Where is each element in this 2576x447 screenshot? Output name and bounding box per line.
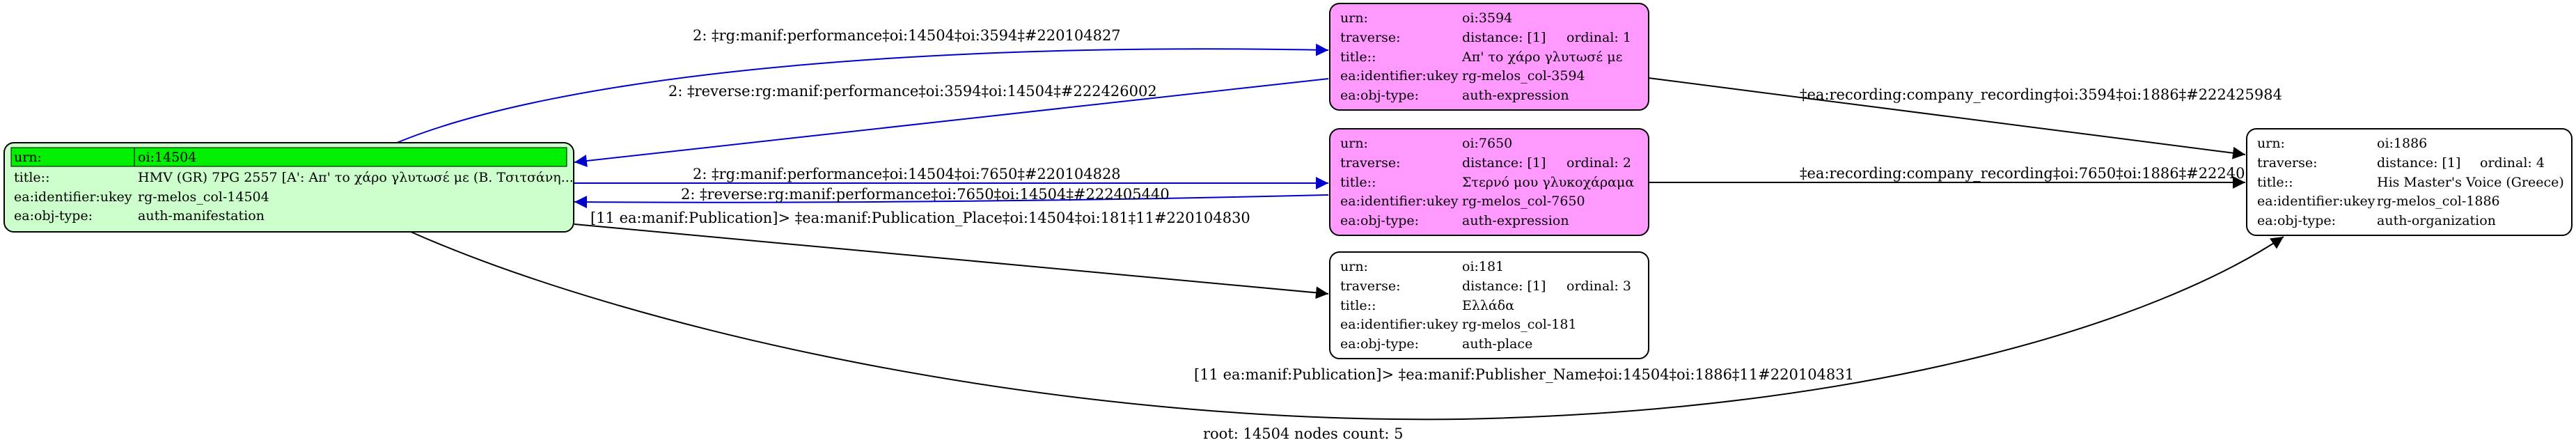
node-7650-key-3: ea:identifier:ukey bbox=[1340, 194, 1459, 209]
node-181-key-0: urn: bbox=[1340, 259, 1368, 274]
node-root-key-2: ea:identifier:ukey bbox=[14, 189, 132, 205]
edge-root-to-3594[interactable] bbox=[396, 43, 1329, 143]
node-181-val-4: auth-place bbox=[1462, 336, 1532, 352]
node-7650-val-0: oi:7650 bbox=[1462, 136, 1512, 151]
graph-caption: root: 14504 nodes count: 5 bbox=[1203, 425, 1404, 442]
node-3594-key-3: ea:identifier:ukey bbox=[1340, 68, 1459, 84]
node-3594-val-3: rg-melos_col-3594 bbox=[1462, 68, 1585, 84]
edge-7650-to-root[interactable] bbox=[574, 194, 1329, 209]
node-1886-val-4: auth-organization bbox=[2377, 213, 2496, 228]
node-root-val-0: oi:14504 bbox=[138, 150, 196, 165]
node-1886-key-0: urn: bbox=[2257, 136, 2285, 151]
node-181-key-2: title:: bbox=[1340, 298, 1376, 313]
node-181-box bbox=[1329, 251, 1649, 359]
node-7650-val-3: rg-melos_col-7650 bbox=[1462, 194, 1585, 209]
node-181-key-1: traverse: bbox=[1340, 279, 1401, 294]
node-3594-val-2: Απ' το χάρο γλυτωσέ με bbox=[1461, 49, 1622, 65]
node-181-key-3: ea:identifier:ukey bbox=[1340, 317, 1459, 332]
edge-label-e8: ‡ea:recording:company_recording‡oi:7650‡… bbox=[1800, 165, 2282, 182]
node-1886-val-2: His Master's Voice (Greece) bbox=[2377, 175, 2564, 190]
node-1886-extra-1: ordinal: 4 bbox=[2480, 155, 2545, 171]
edge-root-to-181[interactable] bbox=[574, 224, 1329, 299]
node-root[interactable]: urn: oi:14504 title:: HMV (GR) 7PG 2557 … bbox=[3, 142, 574, 233]
node-7650-box bbox=[1329, 128, 1649, 236]
node-3594-key-2: title:: bbox=[1340, 49, 1376, 65]
node-181-val-0: oi:181 bbox=[1462, 259, 1504, 274]
node-root-key-1: title:: bbox=[14, 170, 49, 185]
node-181-val-1: distance: [1] bbox=[1462, 279, 1546, 294]
node-3594-val-0: oi:3594 bbox=[1462, 10, 1512, 26]
edge-label-e4: 2: ‡reverse:rg:manif:performance‡oi:7650… bbox=[681, 186, 1170, 203]
node-1886-key-2: title:: bbox=[2257, 175, 2293, 190]
node-1886-box bbox=[2246, 128, 2573, 236]
node-3594-key-4: ea:obj-type: bbox=[1340, 88, 1419, 103]
node-7650-key-0: urn: bbox=[1340, 136, 1368, 151]
node-root-key-0: urn: bbox=[14, 150, 42, 165]
edge-root-to-1886[interactable] bbox=[410, 231, 2284, 421]
edge-labels: 2: ‡rg:manif:performance‡oi:14504‡oi:359… bbox=[590, 27, 2282, 383]
node-1886-key-3: ea:identifier:ukey bbox=[2257, 194, 2375, 209]
edge-label-e6: [11 ea:manif:Publication]> ‡ea:manif:Pub… bbox=[1194, 366, 1854, 383]
node-root-val-2: rg-melos_col-14504 bbox=[138, 189, 269, 205]
node-3594-val-1: distance: [1] bbox=[1462, 30, 1546, 45]
node-3594-key-1: traverse: bbox=[1340, 30, 1401, 45]
node-7650-key-2: title:: bbox=[1340, 175, 1376, 190]
node-7650-val-1: distance: [1] bbox=[1462, 155, 1546, 171]
node-root-highlight bbox=[10, 147, 567, 167]
node-root-val-3: auth-manifestation bbox=[138, 208, 265, 224]
edge-label-e5: [11 ea:manif:Publication]> ‡ea:manif:Pub… bbox=[590, 210, 1250, 226]
edge-3594-to-1886[interactable] bbox=[1648, 77, 2246, 159]
node-181-key-4: ea:obj-type: bbox=[1340, 336, 1419, 352]
node-1886[interactable]: urn: oi:1886 traverse: distance: [1] ord… bbox=[2246, 128, 2573, 236]
node-3594-val-4: auth-expression bbox=[1462, 88, 1569, 103]
node-7650-val-2: Στερνό μου γλυκοχάραμα bbox=[1462, 175, 1634, 190]
node-3594-extra-1: ordinal: 1 bbox=[1566, 30, 1631, 45]
node-root-key-3: ea:obj-type: bbox=[14, 208, 93, 224]
node-1886-val-3: rg-melos_col-1886 bbox=[2377, 194, 2500, 209]
edge-3594-to-root[interactable] bbox=[574, 78, 1329, 167]
node-181-val-2: Ελλάδα bbox=[1462, 298, 1514, 313]
edges bbox=[396, 43, 2284, 421]
node-root-val-1: HMV (GR) 7PG 2557 [Α': Απ' το χάρο γλυτω… bbox=[138, 170, 574, 185]
edge-label-e1: 2: ‡rg:manif:performance‡oi:14504‡oi:359… bbox=[693, 27, 1121, 44]
node-7650-val-4: auth-expression bbox=[1462, 213, 1569, 228]
edge-label-e2: 2: ‡reverse:rg:manif:performance‡oi:3594… bbox=[668, 83, 1157, 100]
node-3594[interactable]: urn: oi:3594 traverse: distance: [1] ord… bbox=[1329, 3, 1649, 111]
node-1886-val-0: oi:1886 bbox=[2377, 136, 2427, 151]
node-7650-extra-1: ordinal: 2 bbox=[1566, 155, 1631, 171]
node-7650-key-4: ea:obj-type: bbox=[1340, 213, 1419, 228]
node-7650[interactable]: urn: oi:7650 traverse: distance: [1] ord… bbox=[1329, 128, 1649, 236]
node-181-val-3: rg-melos_col-181 bbox=[1462, 317, 1577, 332]
node-181-extra-1: ordinal: 3 bbox=[1566, 279, 1631, 294]
node-1886-key-1: traverse: bbox=[2257, 155, 2318, 171]
node-7650-key-1: traverse: bbox=[1340, 155, 1401, 171]
edge-label-e7: ‡ea:recording:company_recording‡oi:3594‡… bbox=[1800, 86, 2282, 103]
node-181[interactable]: urn: oi:181 traverse: distance: [1] ordi… bbox=[1329, 251, 1649, 359]
edge-label-e3: 2: ‡rg:manif:performance‡oi:14504‡oi:765… bbox=[693, 166, 1121, 182]
node-1886-val-1: distance: [1] bbox=[2377, 155, 2460, 171]
node-3594-box bbox=[1329, 3, 1649, 111]
node-3594-key-0: urn: bbox=[1340, 10, 1368, 26]
node-1886-key-4: ea:obj-type: bbox=[2257, 213, 2336, 228]
